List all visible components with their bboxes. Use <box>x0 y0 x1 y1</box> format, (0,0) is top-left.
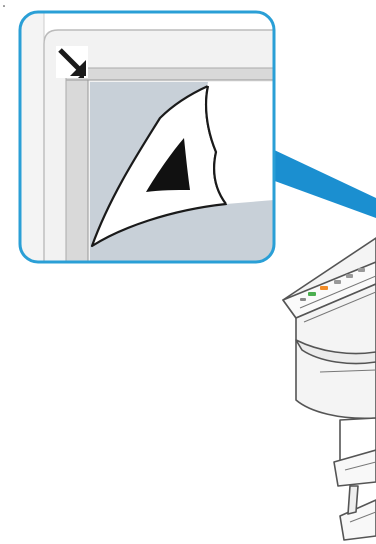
magnified-callout <box>20 12 274 262</box>
tray-support <box>348 486 358 514</box>
output-tray-lower <box>340 500 376 540</box>
panel-button <box>300 298 306 301</box>
panel-button <box>358 268 365 272</box>
panel-lamp-green <box>308 292 316 296</box>
stray-dot <box>3 5 5 7</box>
frame-left-edge <box>20 12 44 262</box>
corner-arrow-icon <box>56 46 88 78</box>
frame-ledge-top <box>66 68 274 80</box>
panel-lamp-orange <box>320 286 328 290</box>
callout-beam <box>270 148 376 218</box>
panel-button <box>334 280 341 284</box>
printer <box>283 238 376 540</box>
panel-button <box>346 274 353 278</box>
frame-ledge-left <box>66 68 88 262</box>
